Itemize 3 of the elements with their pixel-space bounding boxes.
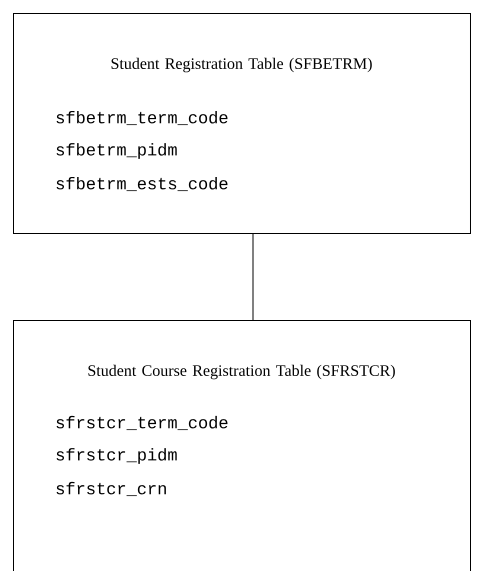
table-box: Student Course Registration Table (SFRSTCR) sfrstcr_term_code sfrstcr_pidm sfrstcr_crn	[13, 320, 471, 571]
table-box: Student Registration Table (SFBETRM) sfbetrm_term_code sfbetrm_pidm sfbetrm_ests_code	[13, 13, 471, 234]
connector-line	[252, 234, 254, 320]
